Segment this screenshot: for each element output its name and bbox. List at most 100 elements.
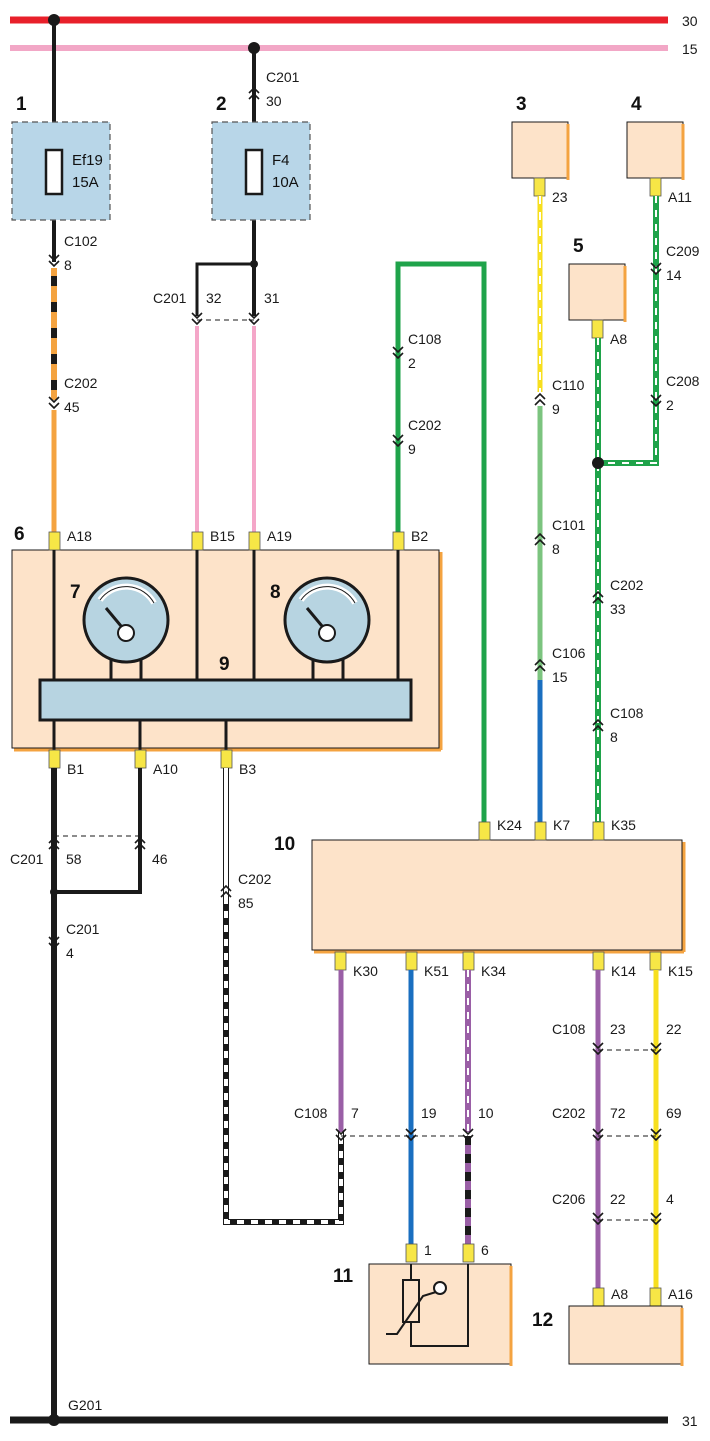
component-4-label: 4 (631, 94, 642, 115)
pin-a8-top (591, 319, 604, 339)
component-4-box (626, 121, 684, 179)
pin-k14-label: K14 (611, 963, 636, 979)
component-10-label: 10 (274, 834, 295, 855)
pin-k30-label: K30 (353, 963, 378, 979)
fuse-1-name: Ef19 (72, 152, 103, 169)
pin-k34-label: K34 (481, 963, 506, 979)
conn-c201-46-pin: 46 (152, 851, 168, 867)
pin-a19 (248, 531, 261, 551)
fuse-f4-icon (244, 148, 264, 196)
pin-11-1 (405, 1243, 418, 1263)
conn-c206-4-pin: 4 (666, 1191, 674, 1207)
component-3-label: 3 (516, 94, 527, 115)
conn-c108-8-pin: 8 (610, 729, 618, 745)
conn-c201-4-pin: 4 (66, 945, 74, 961)
conn-c202-9-pin: 9 (408, 441, 416, 457)
conn-c108-7-pin: 7 (351, 1105, 359, 1121)
conn-c209-name: C209 (666, 243, 700, 259)
pin-k15-label: K15 (668, 963, 693, 979)
pin-k7-label: K7 (553, 817, 570, 833)
pin-k51-label: K51 (424, 963, 449, 979)
conn-c201-31-pin: 31 (264, 290, 280, 306)
wire-black (54, 768, 142, 894)
pin-k35-label: K35 (611, 817, 636, 833)
pin-k35 (592, 821, 605, 841)
pin-a18-label: A18 (67, 528, 92, 544)
component-12-label: 12 (532, 1310, 553, 1331)
pin-k14 (592, 951, 605, 971)
conn-c110-name: C110 (552, 377, 585, 393)
conn-c202-9-name: C202 (408, 417, 442, 433)
pin-b2 (392, 531, 405, 551)
conn-c108-2-name: C108 (408, 331, 442, 347)
pin-b2-label: B2 (411, 528, 428, 544)
rail-31-label: 31 (682, 1413, 698, 1429)
pin-k24-label: K24 (497, 817, 522, 833)
ground-label: G201 (68, 1397, 102, 1413)
pin-12-a16-label: A16 (668, 1286, 693, 1302)
fuse-2-rating: 10A (272, 174, 299, 191)
conn-c110-pin: 9 (552, 401, 560, 417)
pin-12-a8-label: A8 (611, 1286, 628, 1302)
pin-a19-label: A19 (267, 528, 292, 544)
junction-dot (50, 888, 58, 896)
gauge-7-icon (82, 576, 170, 664)
fuse-2-name: F4 (272, 152, 290, 169)
conn-c202-69-pin: 69 (666, 1105, 682, 1121)
wire-green (395, 261, 487, 822)
fuse-1-rating: 15A (72, 174, 99, 191)
rail-30-label: 30 (682, 13, 698, 29)
pin-b1 (48, 749, 61, 769)
component-2-label: 2 (216, 94, 227, 115)
pin-23-label: 23 (552, 189, 568, 205)
pin-b3-label: B3 (239, 761, 256, 777)
junction-dot (592, 457, 604, 469)
pin-b15 (191, 531, 204, 551)
pin-11-1-label: 1 (424, 1242, 432, 1258)
component-6-label: 6 (14, 524, 25, 545)
component-12-box (568, 1305, 683, 1365)
conn-c202-33-name: C202 (610, 577, 644, 593)
conn-c202-72-name: C202 (552, 1105, 586, 1121)
conn-c106-name: C106 (552, 645, 586, 661)
pin-b3 (220, 749, 233, 769)
component-9-bar (38, 678, 413, 722)
pin-a8-top-label: A8 (610, 331, 627, 347)
conn-c108-19-pin: 19 (421, 1105, 437, 1121)
conn-c208-pin: 2 (666, 397, 674, 413)
conn-c206-22-pin: 22 (610, 1191, 626, 1207)
pin-k34 (462, 951, 475, 971)
component-11-box (368, 1263, 512, 1365)
pin-12-a8 (592, 1287, 605, 1307)
conn-c108-7-name: C108 (294, 1105, 328, 1121)
conn-c202-85-name: C202 (238, 871, 272, 887)
pin-a10-label: A10 (153, 761, 178, 777)
pin-a10 (134, 749, 147, 769)
pin-11-6 (462, 1243, 475, 1263)
rail-15-label: 15 (682, 41, 698, 57)
conn-c209-pin: 14 (666, 267, 682, 283)
fuse-ef19-icon (44, 148, 64, 196)
conn-c201-58-name: C201 (10, 851, 44, 867)
conn-c201-30-pin: 30 (266, 93, 282, 109)
sensor-potentiometer-icon (386, 1264, 469, 1347)
component-3-box (511, 121, 569, 179)
conn-c106-pin: 15 (552, 669, 568, 685)
conn-c108-8-name: C108 (610, 705, 644, 721)
pin-k15 (649, 951, 662, 971)
component-5-box (568, 263, 626, 321)
component-11-label: 11 (333, 1266, 354, 1287)
pin-23 (533, 177, 546, 197)
conn-c202-45-pin: 45 (64, 399, 80, 415)
pin-a11 (649, 177, 662, 197)
component-9-label: 9 (219, 654, 230, 675)
pin-11-6-label: 6 (481, 1242, 489, 1258)
pin-b1-label: B1 (67, 761, 84, 777)
conn-c108-23-name: C108 (552, 1021, 586, 1037)
conn-c102-name: C102 (64, 233, 98, 249)
conn-c101-name: C101 (552, 517, 586, 533)
conn-c201-4-name: C201 (66, 921, 100, 937)
component-8-label: 8 (270, 582, 281, 603)
conn-c201-30-name: C201 (266, 69, 300, 85)
